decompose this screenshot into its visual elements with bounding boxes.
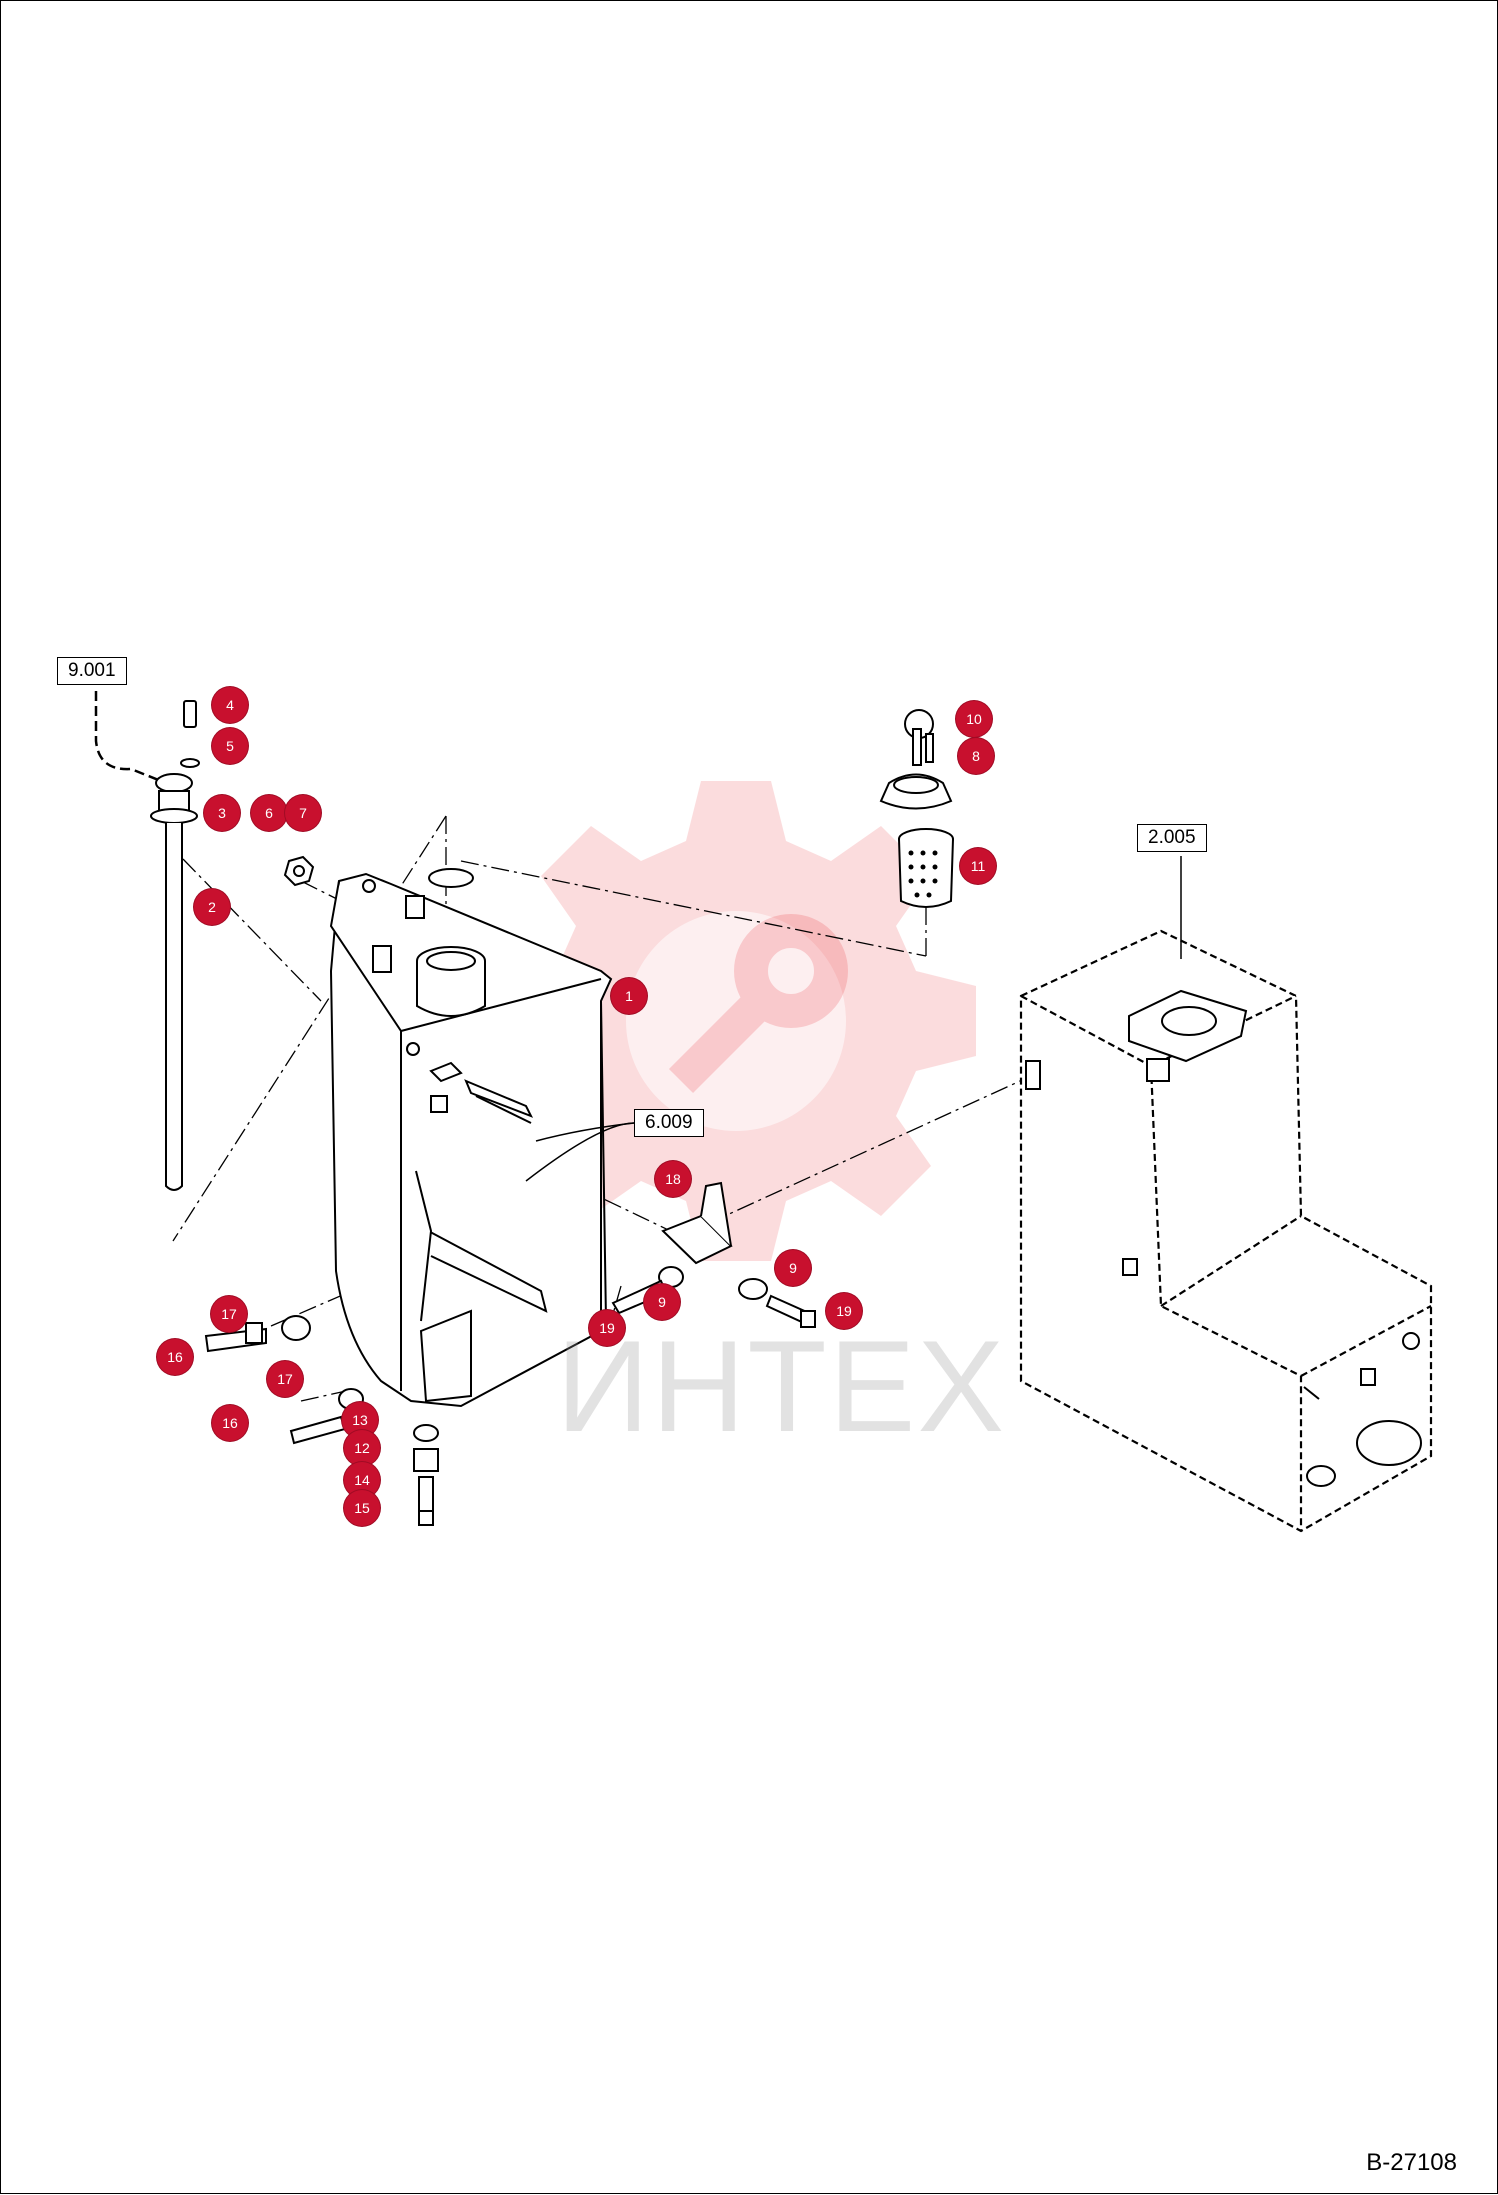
callout-19-right: 19 [826,1293,862,1329]
callout-19-left: 19 [589,1310,625,1346]
callout-16-upper: 16 [157,1339,193,1375]
strainer-holes [908,850,938,898]
reference-6009: 6.009 [634,1109,704,1137]
callout-8: 8 [958,738,994,774]
callout-16-lower: 16 [212,1405,248,1441]
callout-17-upper: 17 [211,1296,247,1332]
callout-9-right: 9 [775,1250,811,1286]
callout-9-left: 9 [644,1284,680,1320]
watermark-text: ИНТЕХ [556,1313,1007,1459]
callout-18: 18 [655,1161,691,1197]
reference-2005: 2.005 [1137,824,1207,852]
watermark-gear-hole [626,911,846,1131]
callout-12: 12 [344,1430,380,1466]
callout-1: 1 [611,978,647,1014]
callout-17-lower: 17 [267,1361,303,1397]
callout-3: 3 [204,795,240,831]
callout-13: 13 [342,1402,378,1438]
watermark-wrench-icon [668,914,848,1094]
callout-10: 10 [956,701,992,737]
reference-9001: 9.001 [57,657,127,685]
callout-15: 15 [344,1490,380,1526]
callout-5: 5 [212,728,248,764]
callout-2: 2 [194,889,230,925]
callout-6: 6 [251,795,287,831]
callout-7: 7 [285,795,321,831]
callout-4: 4 [212,687,248,723]
callout-11: 11 [960,848,996,884]
sheet-code: B-27108 [1366,2149,1457,2176]
